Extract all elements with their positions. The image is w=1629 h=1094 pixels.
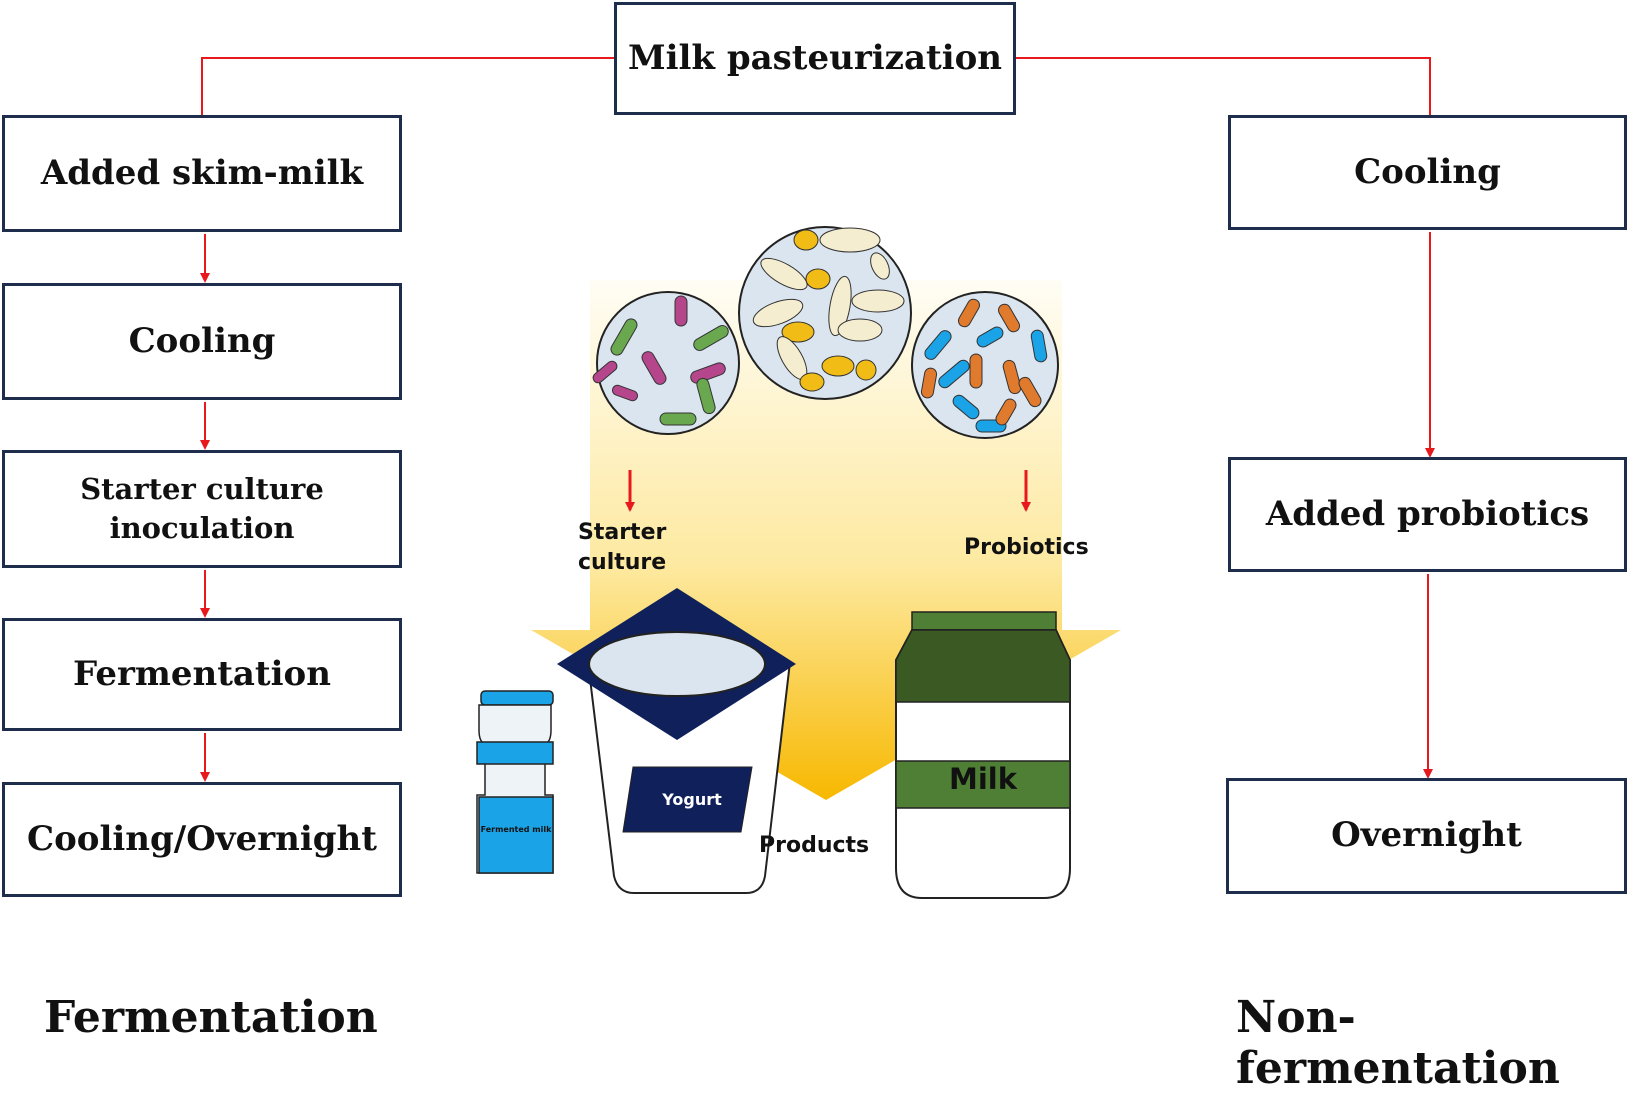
step-cooling-overnight: Cooling/Overnight (2, 782, 402, 897)
fermented-milk-label: Fermented milk (480, 825, 552, 834)
step-added-skim-milk: Added skim-milk (2, 115, 402, 232)
non-fermentation-title: Non-fermentation (1236, 992, 1560, 1094)
probiotics-label: Probiotics (964, 535, 1089, 560)
connector-layer (200, 57, 1435, 899)
yogurt-label: Yogurt (662, 790, 722, 809)
connector-top-right (1016, 57, 1431, 115)
fermentation-title: Fermentation (44, 992, 378, 1043)
yeast-circle (738, 226, 912, 400)
starter-bacteria-circle (592, 291, 740, 435)
starter-culture-label: Starter culture (578, 520, 667, 575)
step-added-probiotics: Added probiotics (1228, 457, 1627, 572)
products-label: Products (759, 833, 870, 858)
step-cooling-left: Cooling (2, 283, 402, 400)
step-fermentation: Fermentation (2, 618, 402, 731)
milk-bottle (895, 611, 1071, 899)
milk-label: Milk (948, 762, 1018, 796)
step-overnight: Overnight (1226, 778, 1627, 894)
milk-pasteurization-box: Milk pasteurization (614, 2, 1016, 115)
fermented-milk-bottle (476, 690, 554, 874)
step-starter-inoculation-label: Starter culture inoculation (80, 471, 324, 545)
step-cooling-right: Cooling (1228, 115, 1627, 230)
probiotic-circle (911, 291, 1059, 439)
step-starter-inoculation: Starter culture inoculation (2, 450, 402, 568)
yogurt-cup (557, 588, 796, 894)
connector-top-left (201, 57, 614, 115)
